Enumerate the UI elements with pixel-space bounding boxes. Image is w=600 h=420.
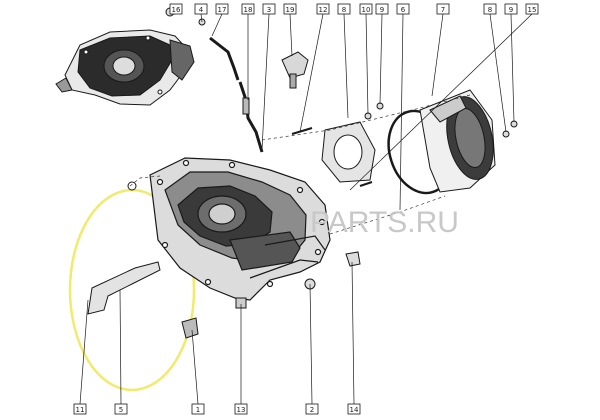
leader-line [299,13,324,133]
callout-label: 8 [342,6,346,14]
callout-4: 4 [194,3,208,23]
callout-5: 5 [114,289,128,415]
callout-label: 12 [319,6,328,14]
callout-10: 10 [359,3,373,115]
callout-18: 18 [241,3,255,100]
callout-label: 18 [244,6,253,14]
callout-box [347,403,361,415]
gearbox-housing [149,157,331,301]
callout-box [283,3,297,15]
leader-line [261,13,270,151]
callout-label: 7 [441,6,445,14]
callout-8: 8 [483,3,507,133]
watermark: PARTS.RU [310,206,459,239]
callout-9: 9 [375,3,389,105]
callout-box [194,3,208,15]
callout-label: 8 [488,6,492,14]
callout-label: 17 [218,6,227,14]
callout-box [375,3,389,15]
callout-label: 15 [528,6,537,14]
callout-label: 5 [119,406,123,414]
callout-label: 10 [362,6,371,14]
breather-pipe [209,36,264,153]
lever-bracket [87,7,518,339]
callout-7: 7 [431,3,450,97]
callout-box [504,3,518,15]
leader-line [349,13,533,191]
leader-line [343,13,349,119]
leader-line [510,13,515,123]
callout-15: 15 [349,3,539,191]
callout-label: 6 [401,6,406,14]
callout-box [316,3,330,15]
callout-label: 13 [237,406,246,414]
callout-box [262,3,276,15]
callout-2: 2 [305,283,319,415]
leader-line [399,13,404,211]
leader-line [289,13,293,57]
callout-label: 3 [267,6,271,14]
callout-box [191,403,205,415]
callout-12: 12 [299,3,330,133]
bell-cover [419,89,496,193]
callout-6: 6 [396,3,410,211]
assembled-gearbox-inset [55,29,195,106]
callout-label: 9 [380,6,384,14]
callout-box [234,403,248,415]
callout-box [169,3,183,15]
leader-line [309,283,313,405]
callout-label: 16 [172,6,181,14]
callout-13: 13 [234,304,248,415]
callout-box [483,3,497,15]
callout-box [396,3,410,15]
callout-16: 16 [169,3,183,15]
leader-line [119,289,122,405]
callout-label: 1 [196,406,200,414]
leader-line [489,13,507,133]
sensor-plug [281,51,309,89]
callout-box [73,403,87,415]
bottom-callouts: 11 5 1 13 2 14 [73,261,361,415]
callout-label: 9 [509,6,513,14]
callout-label: 19 [286,6,295,14]
callout-box [305,403,319,415]
assembly-axes [129,94,471,235]
leader-line [365,13,369,115]
callout-box [337,3,351,15]
callout-14: 14 [347,261,361,415]
callout-box [525,3,539,15]
callout-box [114,403,128,415]
callout-9: 9 [504,3,518,123]
leader-line [200,13,203,23]
callout-label: 2 [310,406,314,414]
leader-line [431,13,444,97]
callout-box [359,3,373,15]
plate-gasket [321,121,376,183]
callout-box [436,3,450,15]
callout-3: 3 [261,3,276,151]
callout-label: 14 [350,406,359,414]
callout-1: 1 [191,329,205,415]
callout-label: 11 [76,406,85,414]
callout-8: 8 [337,3,351,119]
callout-box [215,3,229,15]
callout-11: 11 [73,299,89,415]
leader-line [351,261,355,405]
callout-label: 4 [199,6,204,14]
leader-line [79,299,89,405]
top-callouts: 16 4 17 3 18 19 12 8 10 9 6 7 8 9 15 [169,3,539,211]
callout-box [241,3,255,15]
callout-17: 17 [211,3,229,37]
callout-19: 19 [283,3,297,57]
leader-line [211,13,223,37]
leader-line [379,13,383,105]
leader-line [191,329,199,405]
